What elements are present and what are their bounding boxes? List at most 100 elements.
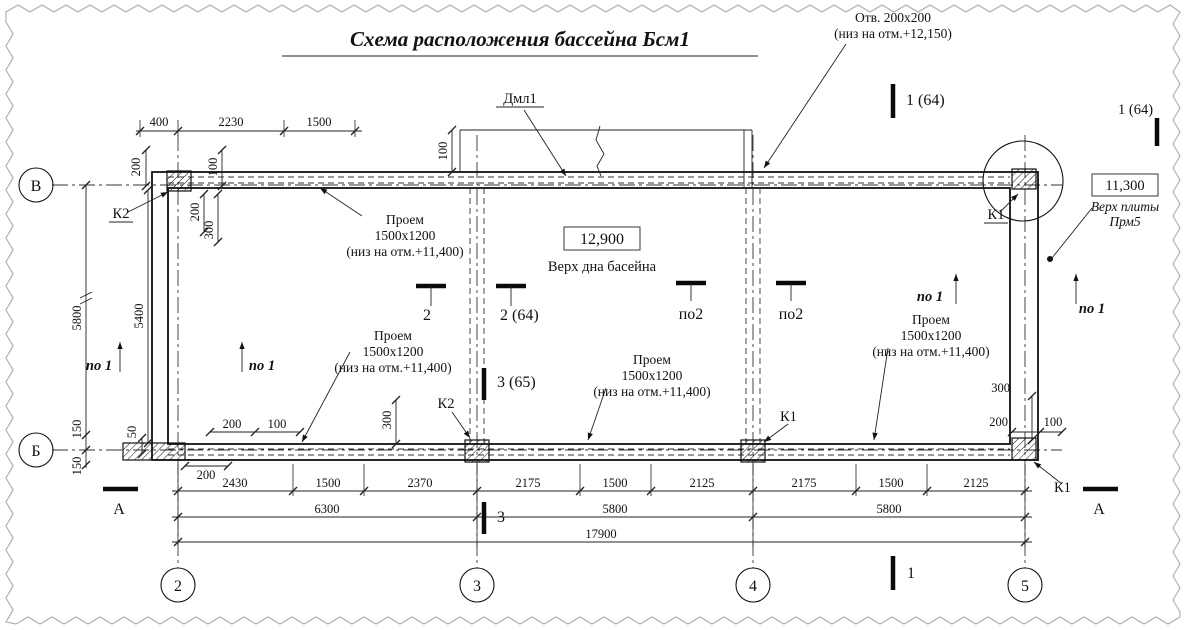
pool-bottom-elevation: 12,900 xyxy=(580,231,624,248)
leader-k1-mid xyxy=(763,423,789,443)
axis-label-v: В xyxy=(31,178,42,195)
dim-inner-200: 200 xyxy=(223,417,242,431)
leader-k2-top xyxy=(127,191,169,213)
dim-left-200a: 200 xyxy=(129,158,143,177)
svg-text:1500x1200: 1500x1200 xyxy=(622,368,683,383)
dim-1500b: 1500 xyxy=(603,476,628,490)
dimension-ticks xyxy=(81,120,1067,547)
dimension-lines xyxy=(85,130,1062,543)
leader-opening-3 xyxy=(587,387,607,441)
view-po1-label-4: по 1 xyxy=(1079,301,1105,317)
k1-corner-label: К1 xyxy=(1054,480,1071,496)
dim-17900: 17900 xyxy=(585,527,616,541)
svg-text:1500x1200: 1500x1200 xyxy=(363,344,424,359)
dim-2430: 2430 xyxy=(223,476,248,490)
k1-top-label: К1 xyxy=(988,207,1005,223)
leader-hole xyxy=(763,43,847,169)
axis-bubbles: В Б 2 3 4 5 xyxy=(18,167,1043,603)
dim-2125b: 2125 xyxy=(964,476,989,490)
columns xyxy=(122,168,1037,463)
beam-label: Дмл1 xyxy=(503,91,537,107)
section-1-64-top: 1 (64) xyxy=(906,92,945,109)
column-k1-corner xyxy=(1011,437,1037,461)
dim-left-200c: 200 xyxy=(197,468,216,482)
k2-top-label: К2 xyxy=(113,206,130,222)
axis-label-2: 2 xyxy=(174,578,182,595)
dim-left-200b: 200 xyxy=(188,203,202,222)
slab-caption-2: Прм5 xyxy=(1108,214,1140,229)
dim-2175a: 2175 xyxy=(516,476,541,490)
wall-pier xyxy=(122,442,186,461)
leader-beam xyxy=(523,109,567,177)
dim-right-200: 200 xyxy=(989,415,1008,429)
column-k1-bottom xyxy=(740,439,766,463)
dim-inner-300: 300 xyxy=(380,411,394,430)
torn-paper-border xyxy=(5,4,1181,625)
dim-left-100: 100 xyxy=(206,158,220,177)
section-a-right: А xyxy=(1093,501,1105,518)
section-po2-label-2: по2 xyxy=(779,306,804,323)
opening-note-1: Проем 1500x1200 (низ на отм.+11,400) xyxy=(346,212,463,259)
k1-mid-label: К1 xyxy=(780,409,797,425)
dim-right-300: 300 xyxy=(991,381,1010,395)
hole-label-line1: Отв. 200x200 xyxy=(855,10,931,25)
dim-left-5400: 5400 xyxy=(132,304,146,329)
pool-walls xyxy=(79,125,1039,461)
opening-note-3: Проем 1500x1200 (низ на отм.+11,400) xyxy=(593,352,710,399)
leader-k1-top xyxy=(999,193,1019,213)
slab-reference-dot xyxy=(1047,256,1053,262)
column-k2-bottom xyxy=(464,439,490,463)
dim-2125a: 2125 xyxy=(690,476,715,490)
pool-bottom-caption: Верх дна басейна xyxy=(548,259,657,275)
dim-left-150b: 150 xyxy=(70,457,84,476)
leader-slab xyxy=(1051,207,1093,259)
section-marks xyxy=(103,84,1160,590)
leader-opening-1 xyxy=(319,187,363,217)
dim-band-100: 100 xyxy=(436,142,450,161)
svg-text:Проем: Проем xyxy=(374,328,412,343)
leader-opening-4 xyxy=(872,347,889,441)
axis-label-4: 4 xyxy=(749,578,757,595)
svg-text:1500x1200: 1500x1200 xyxy=(375,228,436,243)
section-po2-label-1: по2 xyxy=(679,306,704,323)
section-3-label: 3 xyxy=(497,509,505,526)
column-k1-top xyxy=(1011,168,1037,190)
dim-left-50: 50 xyxy=(125,426,139,439)
svg-text:1500x1200: 1500x1200 xyxy=(901,328,962,343)
leader-lines xyxy=(127,43,1093,485)
dim-5800b: 5800 xyxy=(877,502,902,516)
detail-circle xyxy=(982,140,1064,222)
slab-caption-1: Верх плиты xyxy=(1091,199,1159,214)
svg-text:(низ на отм.+11,400): (низ на отм.+11,400) xyxy=(872,344,989,359)
section-a-left: А xyxy=(113,501,125,518)
axis-label-3: 3 xyxy=(473,578,481,595)
dim-inner-100: 100 xyxy=(268,417,287,431)
axis-label-5: 5 xyxy=(1021,578,1029,595)
dim-right-100: 100 xyxy=(1044,415,1063,429)
leader-opening-2 xyxy=(301,351,351,443)
dim-6300: 6300 xyxy=(315,502,340,516)
dim-top-1500: 1500 xyxy=(307,115,332,129)
svg-text:(низ на отм.+11,400): (низ на отм.+11,400) xyxy=(346,244,463,259)
svg-text:Проем: Проем xyxy=(633,352,671,367)
view-po1-label-3: по 1 xyxy=(917,289,943,305)
leader-k2-bottom xyxy=(451,411,471,439)
opening-note-2: Проем 1500x1200 (низ на отм.+11,400) xyxy=(334,328,451,375)
section-2-64-label: 2 (64) xyxy=(500,307,539,324)
svg-text:Проем: Проем xyxy=(386,212,424,227)
slab-elevation: 11,300 xyxy=(1105,178,1144,194)
dim-1500a: 1500 xyxy=(316,476,341,490)
hole-label-line2: (низ на отм.+12,150) xyxy=(834,26,952,41)
section-2-label: 2 xyxy=(423,307,431,324)
drawing-title: Схема расположения бассейна Бсм1 xyxy=(350,27,690,51)
axis-label-b: Б xyxy=(31,443,40,460)
view-po1-label-1: по 1 xyxy=(86,358,112,374)
svg-text:(низ на отм.+11,400): (низ на отм.+11,400) xyxy=(334,360,451,375)
section-1-64-right: 1 (64) xyxy=(1118,102,1153,118)
column-k2-top xyxy=(166,170,192,192)
dim-top-2230: 2230 xyxy=(219,115,244,129)
k2-bottom-label: К2 xyxy=(438,396,455,412)
section-1-label: 1 xyxy=(907,565,915,582)
